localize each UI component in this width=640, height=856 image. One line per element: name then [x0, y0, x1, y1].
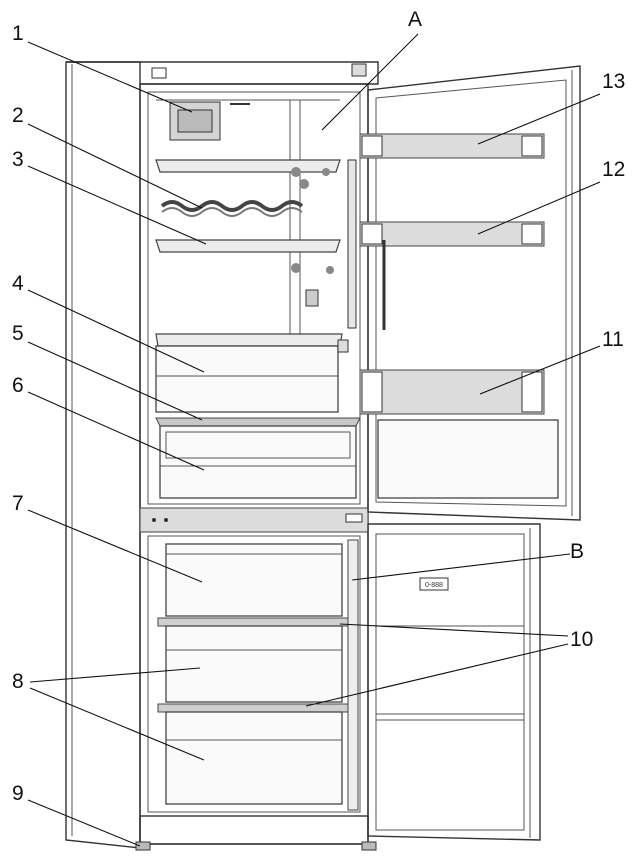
callout-labels: 1 2 3 4 5 6 7 8 9 10 11 12 13 A B [12, 8, 625, 805]
callout-12: 12 [602, 158, 625, 181]
callout-5: 5 [12, 322, 24, 345]
leader-lines [27, 33, 601, 847]
door-display: 0-888 [425, 582, 443, 589]
callout-9: 9 [12, 782, 24, 805]
callout-3: 3 [12, 148, 24, 171]
freezer-drawer-2 [165, 625, 343, 703]
fridge-door [359, 65, 581, 521]
freezer-compartment [147, 535, 361, 813]
shelf-middle [155, 239, 341, 307]
freezer-drawer-3 [165, 711, 343, 805]
shelf-top [155, 159, 341, 189]
callout-11: 11 [602, 328, 624, 351]
callout-4: 4 [12, 272, 24, 295]
callout-10: 10 [570, 628, 593, 651]
callout-2: 2 [12, 104, 24, 127]
callout-a: A [408, 8, 422, 31]
callout-1: 1 [12, 22, 24, 45]
crisper-drawer [159, 425, 357, 499]
callout-b: B [570, 540, 584, 563]
callout-8: 8 [12, 670, 24, 693]
crisper-cover [155, 333, 349, 413]
wine-rack [160, 200, 304, 217]
freezer-drawer-1 [165, 543, 343, 617]
callout-7: 7 [12, 492, 24, 515]
fridge-compartment [155, 99, 361, 499]
door-shelf-13 [359, 133, 545, 159]
light-unit [169, 101, 250, 141]
door-shelf-12 [359, 221, 545, 247]
callout-6: 6 [12, 374, 24, 397]
callout-13: 13 [602, 70, 625, 93]
freezer-door: 0-888 [367, 523, 541, 841]
door-shelf-11 [359, 369, 545, 415]
